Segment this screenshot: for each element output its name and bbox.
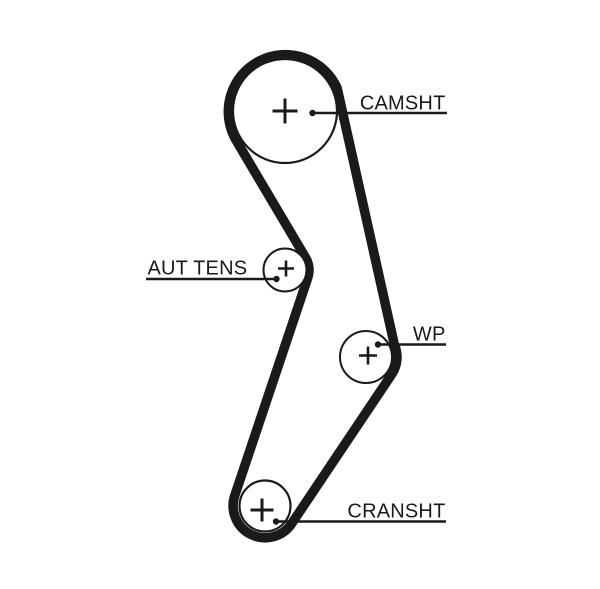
water-pump-leader-dot xyxy=(374,341,382,348)
water-pump-center-mark xyxy=(359,346,377,365)
crankshaft-center-mark xyxy=(250,498,274,522)
crankshaft-label: CRANSHT xyxy=(347,501,445,523)
tensioner-center-mark xyxy=(278,260,294,277)
water-pump-pulley xyxy=(339,330,393,384)
camshaft-leader-dot xyxy=(309,109,316,117)
camshaft-label: CAMSHT xyxy=(360,93,446,115)
timing-belt xyxy=(223,49,402,543)
camshaft-center-mark xyxy=(272,98,298,124)
crankshaft-pulley xyxy=(238,479,292,533)
tensioner-leader-dot xyxy=(273,275,280,283)
water-pump-callout: WP xyxy=(374,324,446,348)
tensioner-callout: AUT TENS xyxy=(146,258,280,283)
tensioner-label: AUT TENS xyxy=(148,258,248,280)
camshaft-callout: CAMSHT xyxy=(309,93,447,117)
crankshaft-leader-dot xyxy=(272,518,280,525)
crankshaft-callout: CRANSHT xyxy=(272,501,446,525)
water-pump-label: WP xyxy=(413,324,446,346)
